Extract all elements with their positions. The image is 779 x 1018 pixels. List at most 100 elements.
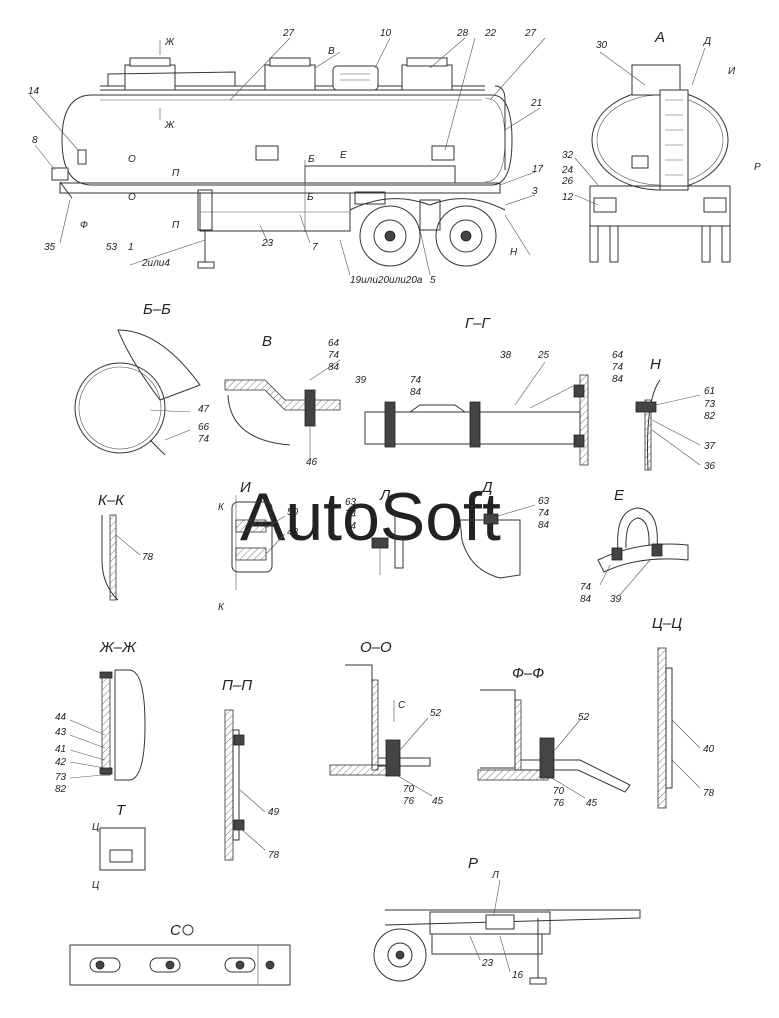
callout: 45 [586,798,598,809]
view-l: Л 63 74 84 [345,487,404,575]
callout: 66 [198,422,210,433]
callout: 74 [580,582,592,593]
callout: 64 [612,350,624,361]
callout: 30 [596,40,608,51]
view-title: Т [116,802,127,819]
callout: П [172,220,180,231]
view-title: В [262,333,272,350]
callout: 21 [530,98,542,109]
callout: 28 [456,28,469,39]
callout: Б [308,154,315,165]
callout: 49 [268,807,280,818]
view-ff: Ф–Ф 52 70 76 45 [477,665,631,809]
callout: 84 [612,374,624,385]
callout: 17 [532,164,544,175]
callout: 27 [524,28,537,39]
callout: Л [491,870,499,881]
view-title: Н [650,356,661,373]
callout: 35 [44,242,56,253]
callout: 84 [328,362,340,373]
callout: 52 [578,712,590,723]
view-title: К–К [98,492,125,509]
callout: 70 [403,784,415,795]
view-title: Б–Б [143,301,171,318]
callout: 61 [704,386,715,397]
callout: 48 [287,527,299,538]
callout: 23 [261,238,274,249]
view-s: С [69,922,291,986]
callout: 32 [562,150,574,161]
view-t: Т Ц Ц [92,802,146,891]
callout: 3 [532,186,538,197]
view-a: А 30 Д И 32 24 26 12 Р [561,29,761,263]
view-oo: О–О С 52 70 76 45 [329,639,444,807]
callout: Р [754,162,761,173]
callout: 38 [500,350,512,361]
callout: 82 [704,411,716,422]
callout: 84 [345,521,357,532]
callout: 74 [328,350,340,361]
callout: 41 [55,744,66,755]
view-title: Ж–Ж [99,639,137,656]
callout: 2или4 [141,258,170,269]
callout: 14 [28,86,40,97]
callout: 26 [561,176,574,187]
callout: Ц [92,822,99,833]
view-title: Г–Г [465,315,492,332]
callout: 39 [355,375,367,386]
watermark: AutoSoft [240,479,501,555]
callout: 22 [484,28,497,39]
callout: 19или20или20а [350,275,423,286]
callout: 84 [580,594,592,605]
callout: 47 [198,404,210,415]
view-d: Д 63 74 84 [459,479,550,579]
callout: Ж [164,120,175,131]
callout: Д [703,36,711,47]
callout: 40 [703,744,715,755]
callout: 25 [537,350,550,361]
view-title: И [240,479,251,496]
view-title: Р [468,855,478,872]
callout: 42 [55,757,67,768]
callout: С [398,700,406,711]
callout: 10 [380,28,392,39]
callout: 64 [328,338,340,349]
callout: 74 [198,434,210,445]
view-pp: П–П 49 78 [222,677,280,861]
view-title: Ц–Ц [652,615,682,632]
callout: И [728,66,736,77]
callout: 43 [55,727,67,738]
callout: 45 [432,796,444,807]
view-title: О–О [360,639,392,656]
callout: 70 [553,786,565,797]
callout: 37 [704,441,716,452]
callout: 39 [610,594,622,605]
view-n: Н 61 73 82 37 36 [635,356,716,472]
callout: 46 [306,457,318,468]
callout: 8 [32,135,38,146]
callout: 24 [561,165,574,176]
callout: 73 [704,399,716,410]
view-v: В 64 74 84 46 [224,333,341,468]
view-r: Р Л 23 16 [373,855,641,985]
view-title: П–П [222,677,252,694]
callout: 7 [312,242,318,253]
callout: 63 [345,497,357,508]
callout: В [328,46,335,57]
view-title: Д [480,479,493,496]
view-e: Е 74 84 39 [580,487,689,605]
callout: К [218,602,225,613]
callout: 12 [562,192,574,203]
callout: 36 [704,461,716,472]
callout: 27 [282,28,295,39]
callout: О [128,154,136,165]
callout: 74 [345,509,357,520]
view-tsts: Ц–Ц 40 78 [652,615,715,809]
callout: 44 [55,712,67,723]
callout: 84 [538,520,550,531]
callout: Ф [80,220,88,231]
callout: 50 [287,507,299,518]
callout: 82 [55,784,67,795]
callout: 84 [410,387,422,398]
